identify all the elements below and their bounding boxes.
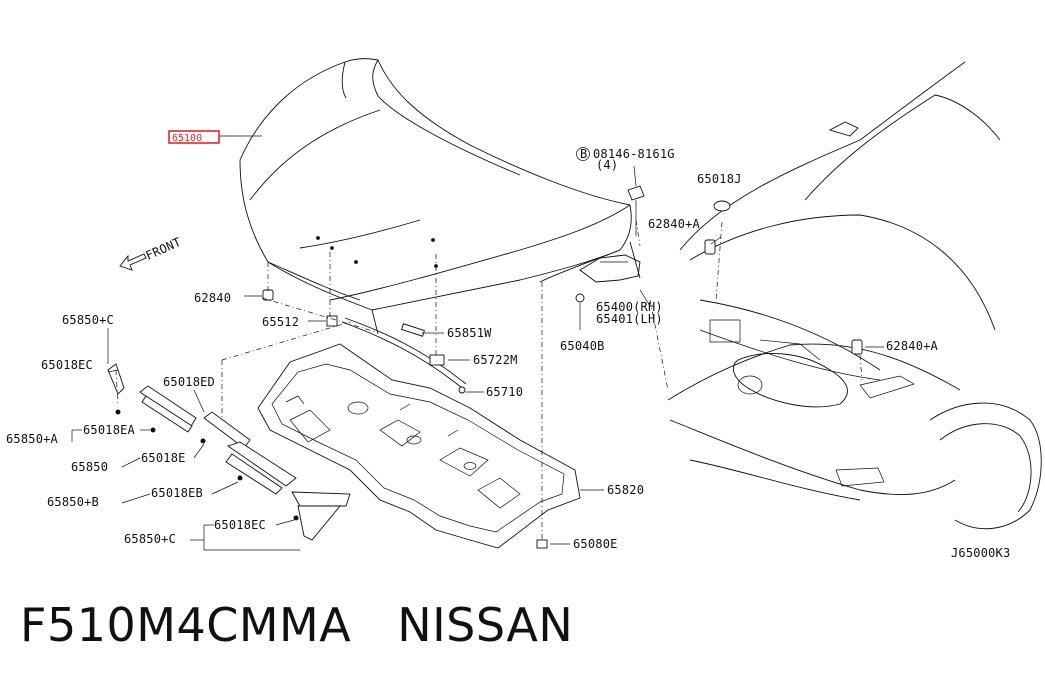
- callout-seal-c-bottom[interactable]: 65850+C: [124, 532, 176, 546]
- front-direction-arrow: FRONT: [119, 235, 184, 271]
- callout-seal-w[interactable]: 65851W: [447, 326, 492, 340]
- callout-support-rod[interactable]: 65710: [486, 385, 523, 399]
- callout-seal-a[interactable]: 65850+A: [6, 432, 59, 446]
- callout-clip-e2[interactable]: 65018E: [141, 451, 186, 465]
- callout-bumper[interactable]: 62840: [194, 291, 231, 305]
- callout-clip-e[interactable]: 65080E: [573, 537, 618, 551]
- bolt-symbol-letter: B: [580, 147, 587, 161]
- callout-labels: B 08146-8161G (4) 65018J 62840+A 62840+A…: [6, 147, 1010, 560]
- callout-clip-ea[interactable]: 65018EA: [83, 423, 136, 437]
- callout-clip-ed[interactable]: 65018ED: [163, 375, 215, 389]
- callout-seal-b[interactable]: 65850+B: [47, 495, 99, 509]
- callout-clip-ec-top[interactable]: 65018EC: [41, 358, 93, 372]
- part-number: F510M4CMMA: [20, 598, 352, 652]
- leader-lines: [71, 135, 884, 551]
- callout-insulator[interactable]: 65820: [607, 483, 644, 497]
- hood-support-rod: [262, 289, 585, 549]
- callout-grommet[interactable]: 65040B: [560, 339, 605, 353]
- car-front-view: [667, 61, 1042, 530]
- seal-strips: [107, 363, 351, 541]
- callout-seal[interactable]: 65850: [71, 460, 108, 474]
- footer-part-code: F510M4CMMA NISSAN: [20, 598, 619, 652]
- callout-bolt[interactable]: 08146-8161G: [593, 147, 675, 161]
- brand-name: NISSAN: [397, 598, 574, 652]
- bolt-symbol-circle: [576, 147, 590, 161]
- callout-bolt-qty: (4): [596, 158, 618, 172]
- callout-bumper-a1[interactable]: 62840+A: [648, 217, 701, 231]
- callout-clip[interactable]: 65512: [262, 315, 299, 329]
- callout-rod-holder[interactable]: 65722M: [473, 353, 518, 367]
- callout-seal-c-top[interactable]: 65850+C: [62, 313, 114, 327]
- hood-callout-highlighted[interactable]: 65100: [172, 133, 202, 144]
- callout-hinge-lh[interactable]: 65401(LH): [596, 312, 663, 326]
- callout-clip-j[interactable]: 65018J: [697, 172, 742, 186]
- front-label: FRONT: [144, 235, 184, 263]
- drawing-code: J65000K3: [951, 546, 1010, 560]
- callout-clip-ec-bottom[interactable]: 65018EC: [214, 518, 266, 532]
- highlight-box: [168, 130, 220, 144]
- callout-hinge-rh[interactable]: 65400(RH): [596, 300, 663, 314]
- callout-clip-eb[interactable]: 65018EB: [151, 486, 203, 500]
- callout-bumper-a2[interactable]: 62840+A: [886, 339, 939, 353]
- hood-insulator: [257, 343, 581, 549]
- hood-hinge: [579, 185, 645, 283]
- hood-panel: [239, 58, 632, 335]
